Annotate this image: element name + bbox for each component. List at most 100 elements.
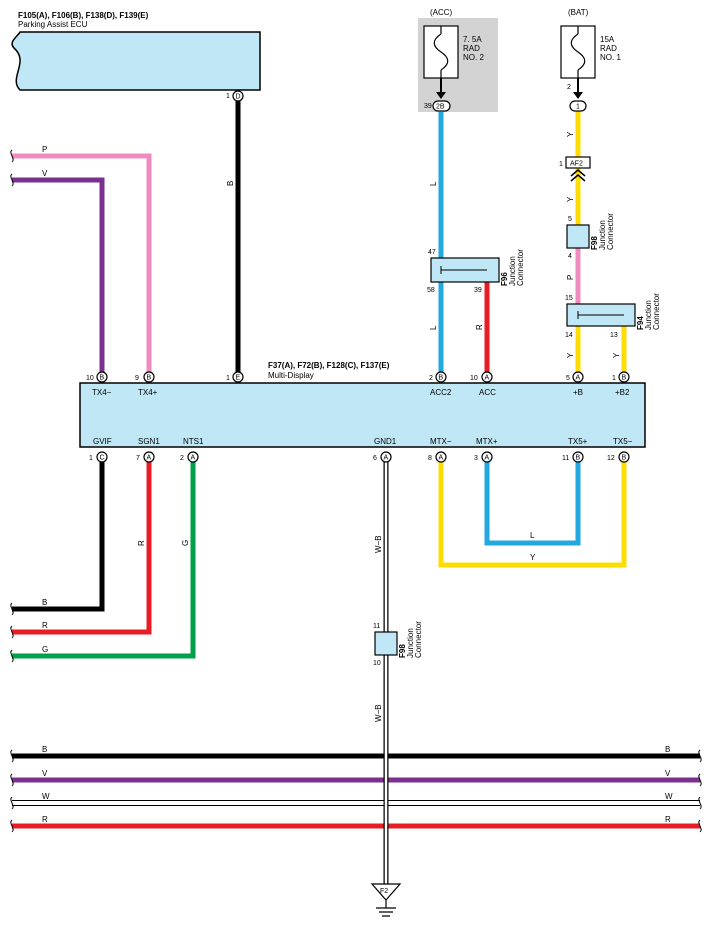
f94-id: F94 [636,316,645,330]
f96-line2: Connector [516,249,525,286]
bus-wire-label: V [665,769,671,778]
wire-label: L [530,531,535,540]
svg-text:A: A [576,375,581,382]
wire-b-gvif [12,462,105,612]
f98-top-pin-top: 5 [568,216,572,223]
parking-ecu-box [11,31,261,91]
svg-text:7: 7 [136,455,140,462]
bus-wire-label: R [665,815,671,824]
f96-pin-left: 58 [427,287,435,294]
wire-break-mark [10,773,702,787]
af2-label: AF2 [570,161,583,168]
svg-text:6: 6 [373,455,377,462]
multi-display-name: Multi-Display [268,371,314,380]
md-bottom-pin: NTS1 2 A [180,437,204,463]
svg-text:NTS1: NTS1 [183,437,204,446]
f98-bottom-pin-bottom: 10 [373,660,381,667]
fuse-acc-name1: RAD [463,44,480,53]
bus-wire-label: B [42,745,47,754]
svg-text:B: B [622,375,627,382]
fuse-acc-rating: 7. 5A [463,35,482,44]
svg-text:8: 8 [428,455,432,462]
wire-l-mtx [484,462,581,546]
af2-pin: 1 [559,161,563,168]
svg-text:1: 1 [612,375,616,382]
parking-ecu-name: Parking Assist ECU [18,20,88,29]
bus-wire-label: W [665,792,673,801]
fuse-acc-pin-con: 2B [436,104,445,111]
md-bottom-pin: GND1 6 A [373,437,397,463]
fuse-icon [570,26,586,78]
svg-text:3: 3 [474,455,478,462]
f94-pin-right: 13 [610,332,618,339]
wire-label: B [42,598,47,607]
svg-text:A: A [485,455,490,462]
wire-label: W−B [374,704,383,722]
svg-text:B: B [100,375,105,382]
fuse-acc-source: (ACC) [430,8,453,17]
parking-ecu-pin-num: 1 [226,93,230,100]
svg-text:9: 9 [135,375,139,382]
f94-line2: Connector [652,293,661,330]
multi-display-box [79,382,646,448]
svg-text:C: C [100,455,105,462]
wire-break-mark [10,749,702,763]
fuse-bat-source: (BAT) [568,8,589,17]
wire-label: L [429,181,438,186]
wire-label: R [137,540,146,546]
svg-text:GVIF: GVIF [93,437,112,446]
svg-text:+B2: +B2 [615,388,630,397]
svg-text:+B: +B [573,388,583,397]
svg-text:TX4+: TX4+ [138,388,158,397]
svg-text:A: A [384,455,389,462]
svg-text:A: A [191,455,196,462]
svg-text:10: 10 [86,375,94,382]
wire-label: Y [566,196,575,202]
f96-line1: Junction [508,256,517,286]
svg-text:B: B [147,375,152,382]
md-bottom-pin: TX5+ 11 B [562,437,588,463]
wire-p [12,153,152,372]
parking-ecu-pin-con: D [236,94,241,101]
md-top-pin: 10 A ACC [470,371,496,397]
multi-display-id: F37(A), F72(B), F128(C), F137(E) [268,361,390,370]
svg-text:1: 1 [226,375,230,382]
wire-label: R [475,324,484,330]
wire-break-mark [10,819,702,833]
f98-top-id: F98 [590,236,599,250]
md-bottom-pin: GVIF 1 C [89,437,112,463]
wire-label: P [566,275,575,280]
wire-y-mtx [438,462,627,568]
svg-text:ACC: ACC [479,388,496,397]
fuse-acc-pin-num: 39 [424,103,432,110]
svg-text:B: B [576,455,581,462]
wire-label: L [429,325,438,330]
arrow-down-icon [573,92,583,99]
af2-connector [565,156,591,169]
wire-label: P [42,145,47,154]
svg-text:A: A [439,455,444,462]
fuse-bat-pin-top: 2 [567,84,571,91]
ground-icon [370,883,402,901]
md-top-pin: 1 B +B2 [612,371,630,397]
svg-text:A: A [485,375,490,382]
f96-pin-top: 47 [428,249,436,256]
md-top-pin: 2 B ACC2 [429,371,452,397]
svg-text:B: B [622,455,627,462]
svg-text:11: 11 [562,455,569,462]
svg-text:2: 2 [180,455,184,462]
md-bottom-pin: MTX− 8 A [428,437,452,463]
f98-top-box [566,224,590,249]
md-top-pin: 1 E [226,371,244,383]
bus-wire-label: R [42,815,48,824]
svg-text:B: B [439,375,444,382]
wire-label: Y [612,352,621,358]
wire-label: Y [566,131,575,137]
md-bottom-pin: SGN1 7 A [136,437,160,463]
bus-wire-label: B [665,745,670,754]
svg-text:E: E [236,375,241,382]
bus-wire-label: V [42,769,48,778]
svg-text:TX5−: TX5− [613,437,633,446]
